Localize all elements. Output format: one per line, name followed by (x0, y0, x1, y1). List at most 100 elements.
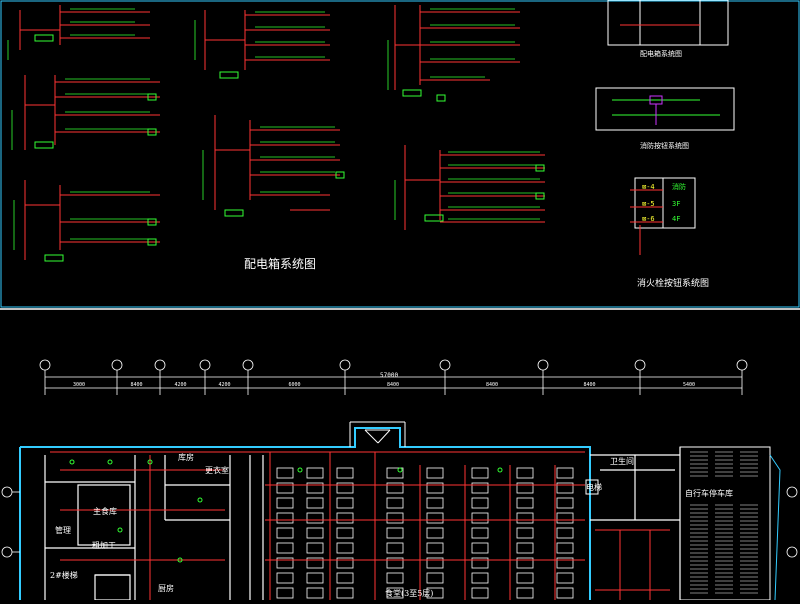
dining-table (426, 542, 444, 554)
room-main-kitchen: 主食库 (93, 507, 117, 516)
annotation-lines (7, 8, 540, 250)
plan-green-symbols (69, 459, 599, 563)
dining-table (426, 482, 444, 494)
dining-table (276, 467, 294, 479)
fire-item-3: ⊠-6 (642, 215, 655, 223)
room-bicycle: 自行车停车库 (685, 489, 733, 498)
panel-diagram-4 (204, 10, 330, 79)
panel-diagram-1 (19, 5, 150, 50)
dining-table (471, 497, 489, 509)
dining-table (306, 482, 324, 494)
dining-table (306, 527, 324, 539)
dining-table (556, 512, 574, 524)
system-diagram-title: 配电箱系统图 (244, 257, 317, 271)
dining-table (516, 587, 534, 599)
grid-bubble (537, 359, 549, 371)
dining-table (386, 527, 404, 539)
dining-table (386, 542, 404, 554)
dining-table (306, 557, 324, 569)
dining-table (556, 542, 574, 554)
grid-bubble (242, 359, 254, 371)
room-dish: 更衣室 (205, 466, 229, 475)
dining-table (471, 467, 489, 479)
small-title-1: 配电箱系统图 (640, 50, 682, 58)
dimension-chain (45, 376, 742, 389)
dining-table (426, 587, 444, 599)
dining-table (306, 587, 324, 599)
panel-diagram-3 (24, 180, 160, 262)
dining-tables (276, 467, 574, 599)
dining-table (426, 512, 444, 524)
building-outline (19, 421, 591, 600)
dining-table (556, 467, 574, 479)
room-wash: 卫生间 (610, 457, 634, 466)
panel-diagram-6 (394, 5, 520, 102)
grid-bubble (199, 359, 211, 371)
dining-table (336, 557, 354, 569)
room-dining: 食堂(3至5层) (385, 589, 434, 598)
dining-table (556, 572, 574, 584)
dining-table (516, 542, 534, 554)
dining-table (556, 482, 574, 494)
fire-item-2: ⊠-5 (642, 200, 655, 208)
dining-table (306, 512, 324, 524)
dimension-label: 8400 (486, 382, 499, 388)
panel-diagram-7 (404, 145, 545, 230)
room-storage: 库房 (178, 453, 194, 462)
dining-table (471, 572, 489, 584)
small-title-2: 消防按钮系统图 (640, 142, 689, 150)
grid-bubble (39, 359, 51, 371)
dining-table (306, 572, 324, 584)
dining-table (516, 572, 534, 584)
dining-table (556, 497, 574, 509)
panel-diagram-2 (24, 75, 160, 150)
dining-table (276, 482, 294, 494)
grid-bubble (634, 359, 646, 371)
dining-table (386, 557, 404, 569)
bicycle-racks (690, 451, 758, 594)
dining-table (471, 557, 489, 569)
grid-bubble (154, 359, 166, 371)
fire-button-title: 消火栓按钮系统图 (637, 279, 710, 289)
dining-table (336, 512, 354, 524)
dining-table (336, 542, 354, 554)
mid-right-panel (595, 87, 735, 131)
room-kitchen: 厨房 (158, 584, 174, 593)
dining-table (471, 542, 489, 554)
dining-table (426, 497, 444, 509)
dimension-label: 8400 (387, 382, 400, 388)
dimension-label: 5400 (683, 382, 696, 388)
dining-table (386, 572, 404, 584)
dimension-label: 8400 (583, 382, 596, 388)
left-axis-bubbles (1, 486, 798, 558)
fire-item-1: ⊠-4 (642, 183, 655, 191)
dining-table (386, 512, 404, 524)
dining-table (276, 587, 294, 599)
overall-dimension: 57000 (380, 372, 399, 379)
dimension-label: 4200 (218, 382, 231, 388)
dimension-label: 6000 (288, 382, 301, 388)
dining-table (386, 482, 404, 494)
dining-table (426, 527, 444, 539)
dining-table (516, 557, 534, 569)
dimension-label: 8400 (130, 382, 143, 388)
plan-wiring (50, 451, 670, 600)
dining-table (336, 527, 354, 539)
dining-table (516, 512, 534, 524)
dining-table (556, 557, 574, 569)
dining-table (426, 557, 444, 569)
grid-bubble (736, 359, 748, 371)
dining-table (471, 512, 489, 524)
dining-table (471, 482, 489, 494)
dining-table (386, 497, 404, 509)
dining-table (556, 527, 574, 539)
dimension-label: 4200 (174, 382, 187, 388)
dining-table (306, 542, 324, 554)
dining-table (516, 482, 534, 494)
dining-table (471, 587, 489, 599)
dining-table (276, 572, 294, 584)
dining-table (336, 482, 354, 494)
grid-bubble (111, 359, 123, 371)
dining-table (306, 467, 324, 479)
